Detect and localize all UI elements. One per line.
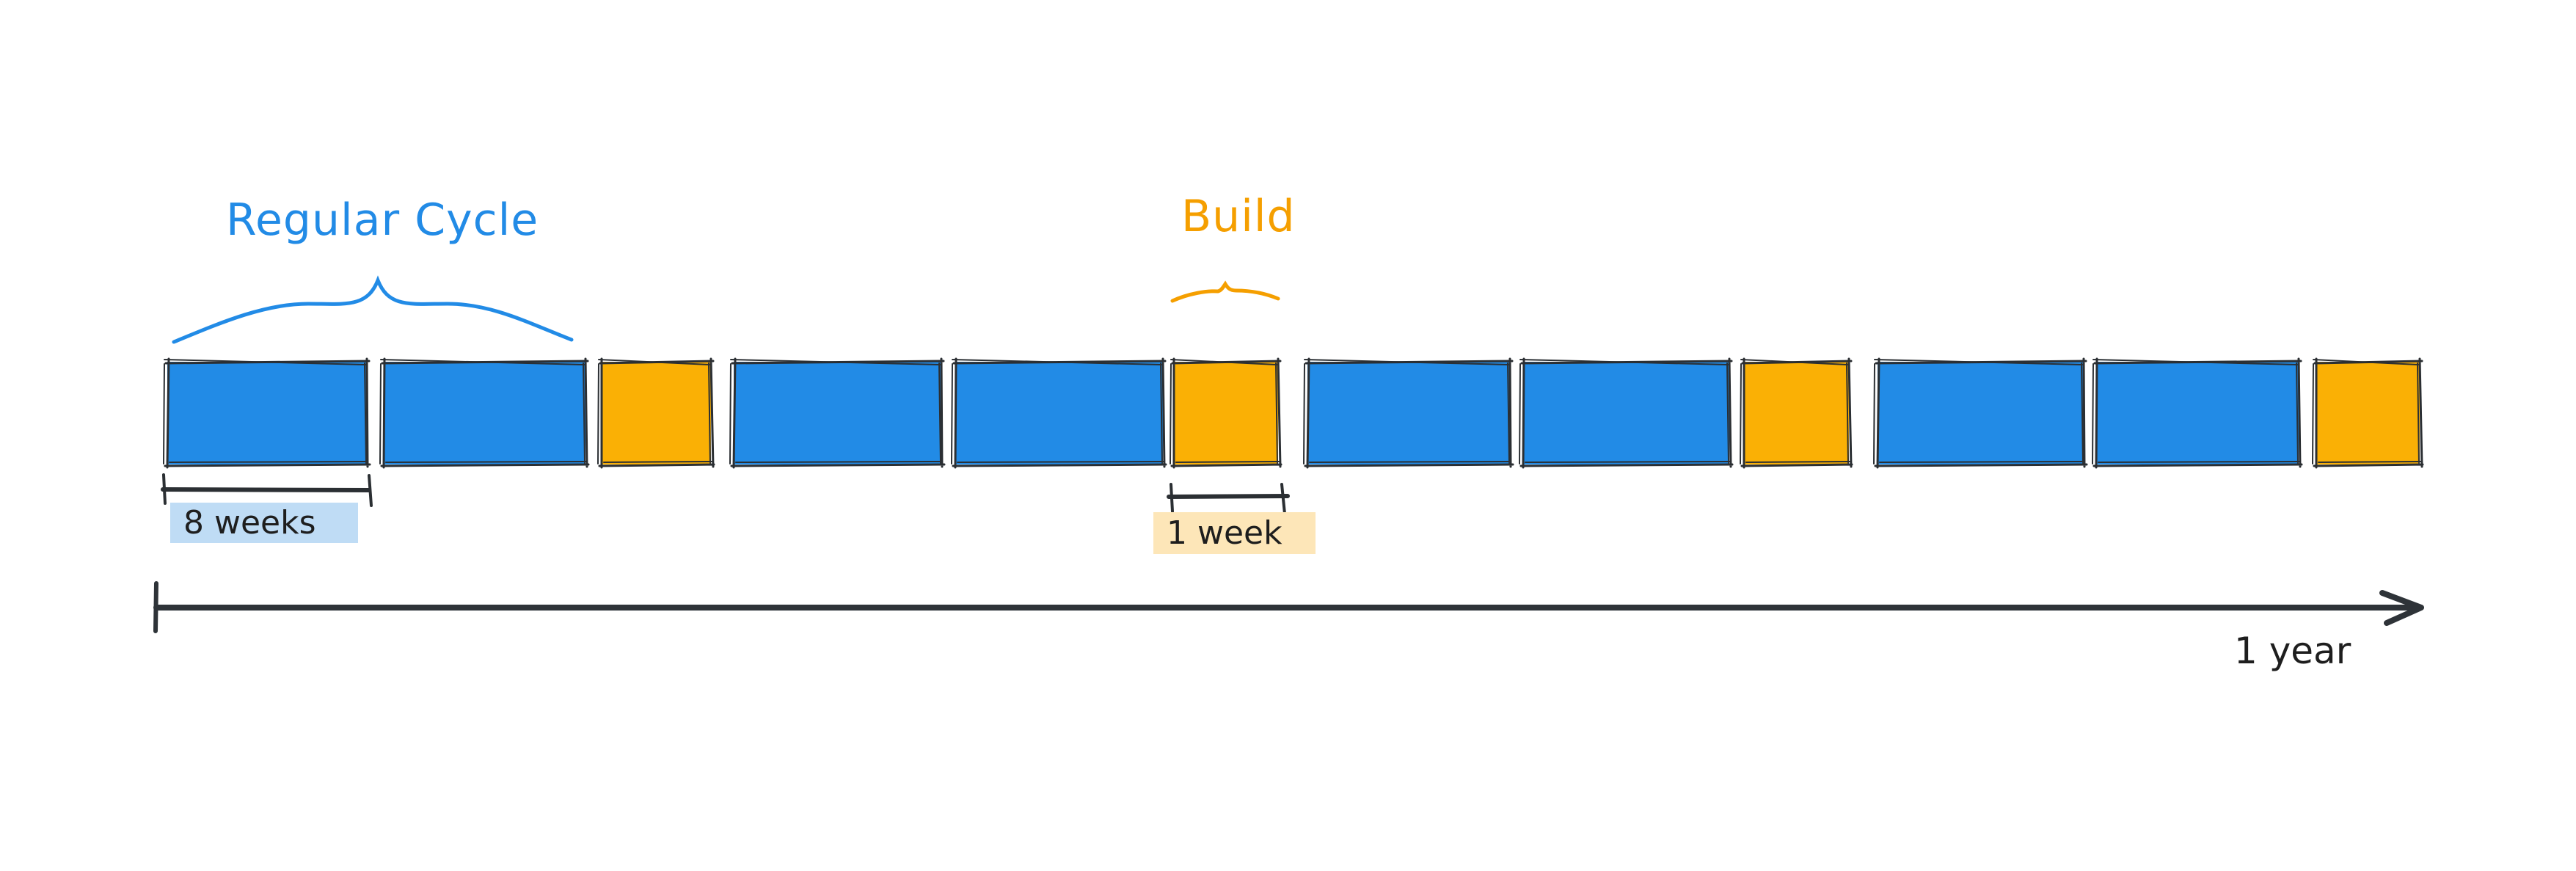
regular-cycle-brace bbox=[172, 275, 574, 344]
timeline-axis bbox=[153, 581, 2424, 633]
regular-cycle-label: Regular Cycle bbox=[226, 194, 539, 246]
build-duration-label: 1 week bbox=[1153, 512, 1316, 554]
regular-cycle-block bbox=[1303, 357, 1514, 469]
regular-cycle-block bbox=[1519, 357, 1734, 469]
build-block bbox=[2312, 357, 2424, 469]
timeline-end-label: 1 year bbox=[2234, 630, 2351, 672]
arrowhead-icon bbox=[2379, 590, 2424, 626]
regular-cycle-block bbox=[951, 357, 1167, 469]
regular-cycle-block bbox=[379, 357, 590, 469]
build-brace bbox=[1170, 280, 1280, 303]
build-block bbox=[1170, 357, 1282, 469]
regular-duration-dimension bbox=[161, 473, 373, 507]
regular-cycle-block bbox=[729, 357, 946, 469]
regular-cycle-block bbox=[163, 357, 371, 469]
build-duration-text: 1 week bbox=[1167, 514, 1282, 552]
regular-duration-label: 8 weeks bbox=[170, 503, 358, 543]
build-duration-dimension bbox=[1167, 483, 1290, 515]
regular-cycle-block bbox=[2092, 357, 2303, 469]
build-label: Build bbox=[1181, 191, 1296, 242]
build-block bbox=[597, 357, 715, 469]
build-block bbox=[1740, 357, 1853, 469]
regular-duration-text: 8 weeks bbox=[183, 503, 316, 542]
regular-cycle-block bbox=[1873, 357, 2088, 469]
